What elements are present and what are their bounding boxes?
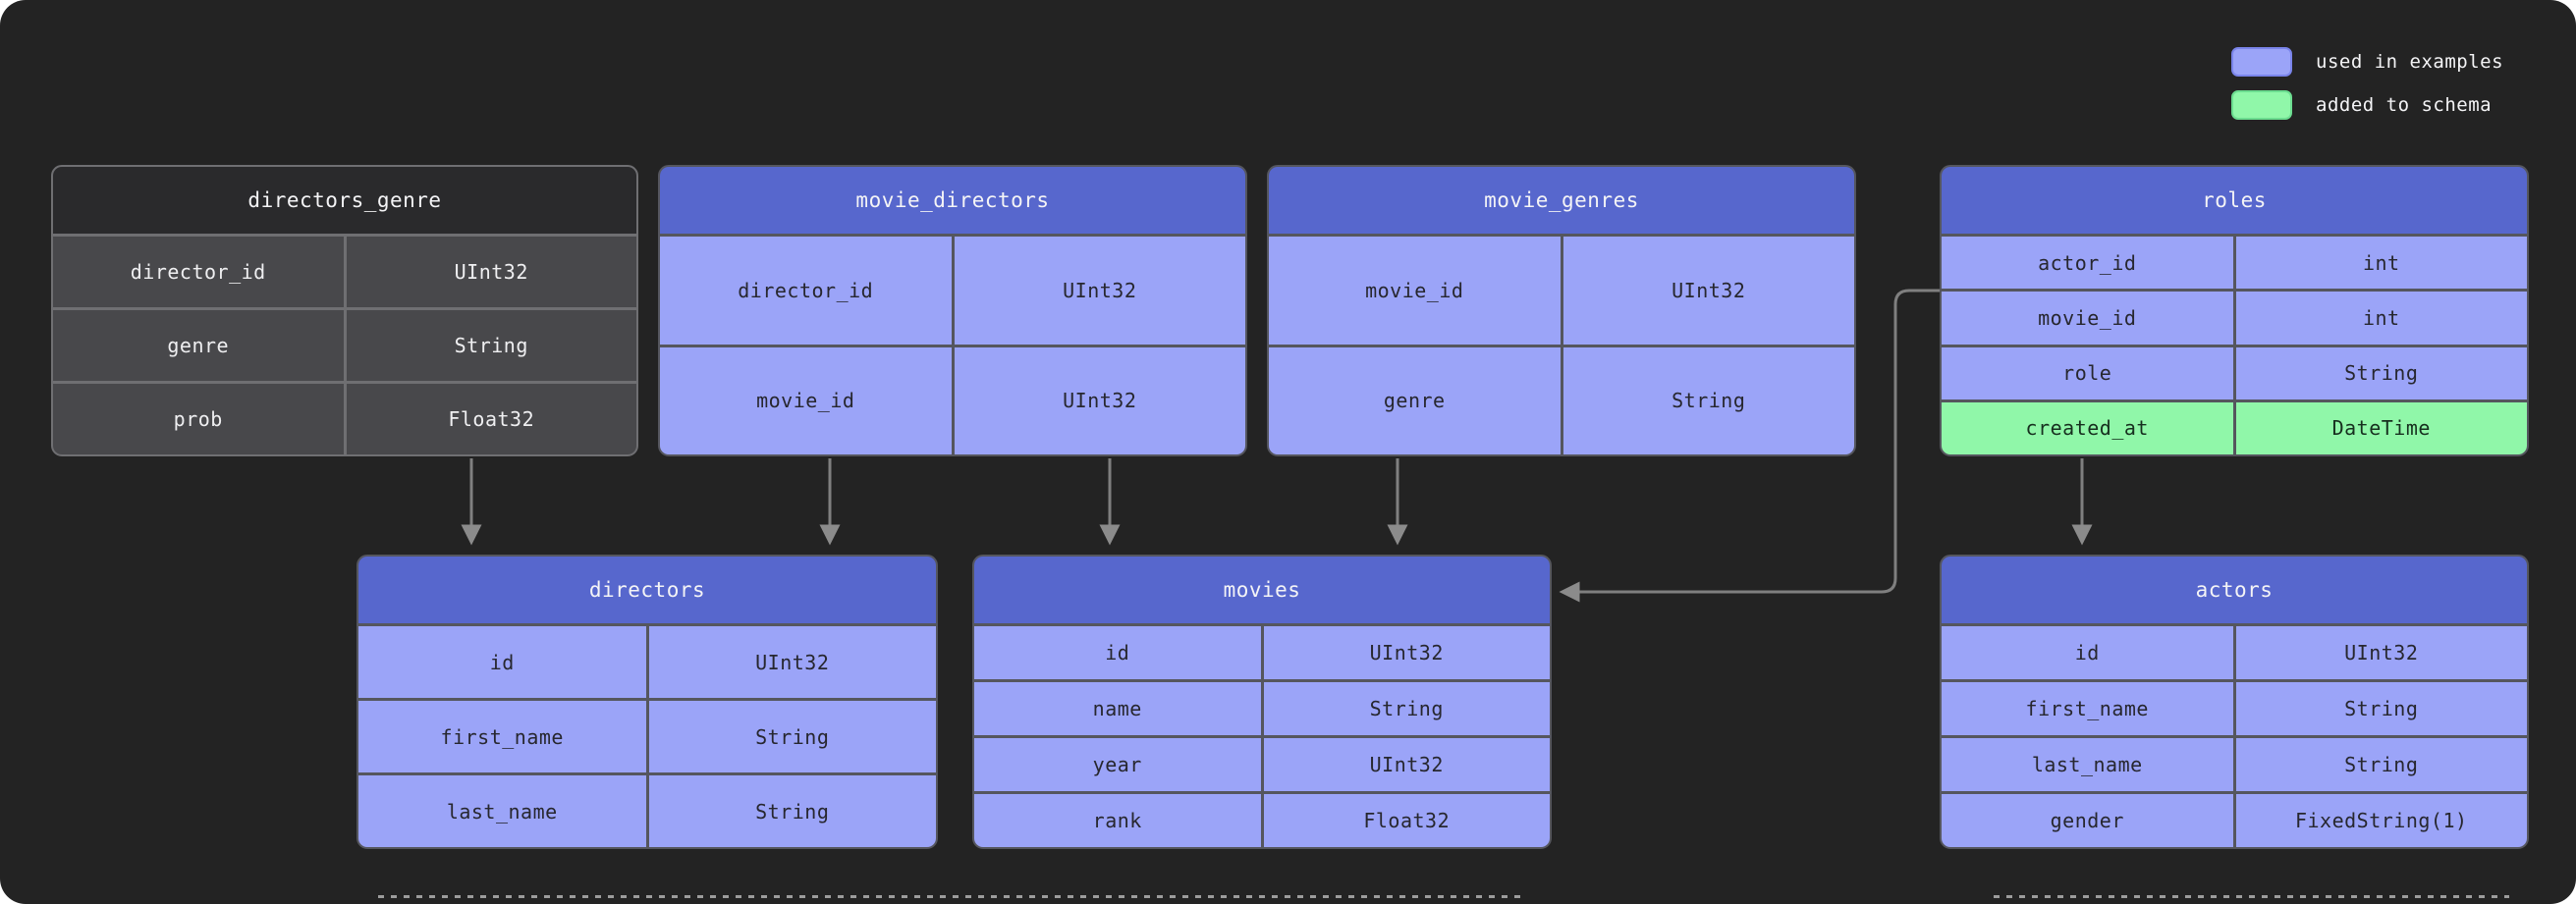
table-title: roles [1942, 167, 2527, 234]
field-name: first_name [358, 701, 646, 772]
table-row: first_name String [358, 701, 936, 772]
table-title: actors [1942, 557, 2527, 623]
field-type: UInt32 [1263, 738, 1550, 791]
field-type: UInt32 [954, 237, 1245, 345]
legend-item-used-in-examples: used in examples [2231, 45, 2503, 79]
field-name: movie_id [1942, 292, 2233, 345]
legend-label: used in examples [2316, 51, 2504, 73]
table-row: movie_id int [1942, 292, 2527, 345]
table-row: id UInt32 [974, 626, 1550, 679]
field-type: DateTime [2235, 401, 2527, 454]
field-name: actor_id [1942, 237, 2233, 290]
table-directors_genre: directors_genre director_id UInt32 genre… [51, 165, 638, 456]
table-row: prob Float32 [53, 384, 636, 454]
table-roles: roles actor_id int movie_id int role Str… [1940, 165, 2529, 456]
bottom-artifact-strip [378, 895, 1527, 898]
table-row: id UInt32 [1942, 626, 2527, 679]
field-name: role [1942, 346, 2233, 399]
field-type: String [346, 310, 636, 381]
legend-green-swatch [2231, 90, 2292, 120]
table-movie_directors: movie_directors director_id UInt32 movie… [658, 165, 1247, 456]
table-title: movie_directors [660, 167, 1245, 234]
table-row: genre String [1269, 346, 1854, 454]
table-directors: directors id UInt32 first_name String la… [356, 555, 938, 849]
field-name: id [1942, 626, 2233, 679]
field-name: name [974, 682, 1261, 735]
field-type: UInt32 [1562, 237, 1854, 345]
table-row: role String [1942, 346, 2527, 399]
legend: used in examples added to schema [2231, 45, 2503, 132]
field-type: String [648, 701, 936, 772]
field-type: UInt32 [2235, 626, 2527, 679]
table-title: directors [358, 557, 936, 623]
table-row: gender FixedString(1) [1942, 794, 2527, 847]
field-name: director_id [660, 237, 952, 345]
table-row: actor_id int [1942, 237, 2527, 290]
field-name: rank [974, 794, 1261, 847]
table-row: movie_id UInt32 [660, 346, 1245, 454]
field-name: genre [1269, 346, 1561, 454]
field-name: genre [53, 310, 344, 381]
field-name: movie_id [660, 346, 952, 454]
table-row: id UInt32 [358, 626, 936, 698]
field-type: Float32 [1263, 794, 1550, 847]
field-type: String [1263, 682, 1550, 735]
table-row: last_name String [1942, 738, 2527, 791]
field-name: id [974, 626, 1261, 679]
field-name: director_id [53, 237, 344, 307]
field-type: String [2235, 738, 2527, 791]
table-title: movies [974, 557, 1550, 623]
field-name: created_at [1942, 401, 2233, 454]
field-type: int [2235, 237, 2527, 290]
table-row: name String [974, 682, 1550, 735]
table-title: directors_genre [53, 167, 636, 234]
field-name: year [974, 738, 1261, 791]
table-movie_genres: movie_genres movie_id UInt32 genre Strin… [1267, 165, 1856, 456]
table-row-added-to-schema: created_at DateTime [1942, 401, 2527, 454]
table-row: first_name String [1942, 682, 2527, 735]
legend-label: added to schema [2316, 94, 2493, 116]
field-name: id [358, 626, 646, 698]
field-type: UInt32 [1263, 626, 1550, 679]
field-type: String [1562, 346, 1854, 454]
field-type: String [2235, 346, 2527, 399]
bottom-artifact-strip [1994, 895, 2509, 898]
table-row: year UInt32 [974, 738, 1550, 791]
field-name: first_name [1942, 682, 2233, 735]
table-row: last_name String [358, 775, 936, 847]
field-name: last_name [358, 775, 646, 847]
field-name: prob [53, 384, 344, 454]
field-type: FixedString(1) [2235, 794, 2527, 847]
table-title: movie_genres [1269, 167, 1854, 234]
table-row: movie_id UInt32 [1269, 237, 1854, 345]
field-type: UInt32 [346, 237, 636, 307]
legend-blue-swatch [2231, 47, 2292, 77]
field-name: gender [1942, 794, 2233, 847]
table-movies: movies id UInt32 name String year UInt32… [972, 555, 1552, 849]
field-type: String [648, 775, 936, 847]
field-name: last_name [1942, 738, 2233, 791]
field-type: UInt32 [954, 346, 1245, 454]
table-actors: actors id UInt32 first_name String last_… [1940, 555, 2529, 849]
field-type: String [2235, 682, 2527, 735]
table-row: rank Float32 [974, 794, 1550, 847]
field-name: movie_id [1269, 237, 1561, 345]
table-row: genre String [53, 310, 636, 381]
field-type: Float32 [346, 384, 636, 454]
table-row: director_id UInt32 [53, 237, 636, 307]
field-type: UInt32 [648, 626, 936, 698]
legend-item-added-to-schema: added to schema [2231, 88, 2503, 122]
table-row: director_id UInt32 [660, 237, 1245, 345]
field-type: int [2235, 292, 2527, 345]
